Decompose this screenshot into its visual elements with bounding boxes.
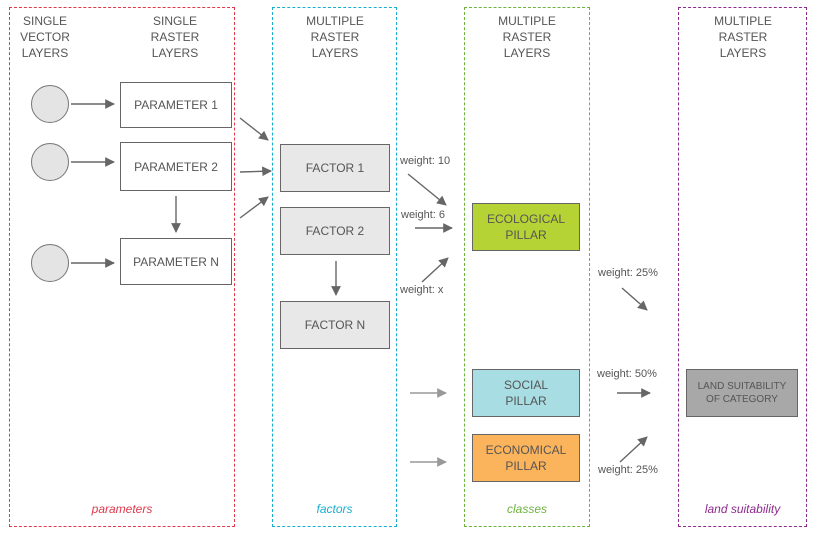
- ecological-pillar-box: ECOLOGICAL PILLAR: [472, 203, 580, 251]
- land-suitability-frame: [678, 7, 807, 527]
- header-factors-layers: MULTIPLE RASTER LAYERS: [306, 14, 364, 60]
- factor-weight-label-1: weight: 10: [400, 155, 451, 167]
- header-land-layers: MULTIPLE RASTER LAYERS: [714, 14, 772, 60]
- arrow-paramn-to-factors: [239, 196, 269, 219]
- footer-classes: classes: [506, 502, 547, 516]
- economical-pillar-box: ECONOMICAL PILLAR: [472, 434, 580, 482]
- classes-frame: [464, 7, 590, 527]
- footer-parameters: parameters: [91, 502, 153, 516]
- vector-layer-circle-2: [31, 143, 69, 181]
- footer-factors: factors: [316, 502, 353, 516]
- vector-layer-circle-1: [31, 85, 69, 123]
- header-single-vector-layers: SINGLE VECTOR LAYERS: [20, 14, 70, 60]
- parameter-box-1: PARAMETER 1: [120, 82, 232, 128]
- arrow-economical-to-land: [619, 436, 648, 463]
- social-pillar-box: SOCIAL PILLAR: [472, 369, 580, 417]
- arrow-factorx-to-ecological: [421, 257, 449, 283]
- header-classes-layers: MULTIPLE RASTER LAYERS: [498, 14, 556, 60]
- parameters-frame: [9, 7, 235, 527]
- vector-layer-circle-3: [31, 244, 69, 282]
- arrow-ecological-to-land: [621, 287, 648, 311]
- factors-frame: [272, 7, 397, 527]
- factor-weight-label-2: weight: 6: [401, 209, 446, 221]
- parameter-box-2: PARAMETER 2: [120, 142, 232, 191]
- factor-box-1: FACTOR 1: [280, 144, 390, 192]
- header-single-raster-layers: SINGLE RASTER LAYERS: [150, 14, 200, 60]
- factor-weight-label-3: weight: x: [400, 284, 444, 296]
- parameter-box-n: PARAMETER N: [120, 238, 232, 285]
- pillar-weight-label-1: weight: 25%: [598, 267, 658, 279]
- pillar-weight-label-2: weight: 50%: [597, 368, 657, 380]
- arrow-factor1-to-ecological: [407, 173, 447, 206]
- factor-box-2: FACTOR 2: [280, 207, 390, 255]
- factor-box-n: FACTOR N: [280, 301, 390, 349]
- arrow-param2-to-factors: [239, 166, 272, 177]
- pillar-weight-label-3: weight: 25%: [598, 464, 658, 476]
- arrow-param1-to-factors: [239, 117, 269, 141]
- land-suitability-box: LAND SUITABILITY OF CATEGORY: [686, 369, 798, 417]
- footer-land-suitability: land suitability: [704, 502, 781, 516]
